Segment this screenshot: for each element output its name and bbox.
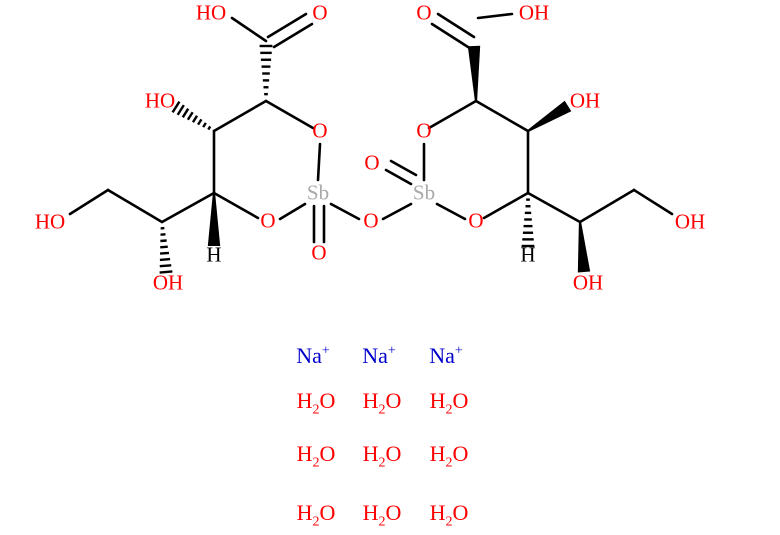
atom-label-o-left-ring-bottom: O: [260, 208, 276, 233]
bond-wedge-right-oh: [527, 100, 572, 132]
atom-label-oh-right-carboxyl: OH: [518, 0, 550, 25]
bond-wedge-right-sidechain-oh: [577, 221, 591, 273]
bond-o-ring-left-to-sb: [316, 142, 322, 182]
atom-label-o-left-carbonyl: O: [312, 0, 328, 25]
bond-o-right-ring-to-c2: [427, 99, 478, 130]
atom-label-ho-left-terminal: HO: [34, 209, 66, 234]
water-molecule-7: H2O: [296, 500, 336, 530]
bond-sb-right-to-o-ring: [435, 202, 467, 221]
water-molecule-6: H2O: [429, 441, 469, 471]
bond-ch2-right-to-oh: [632, 188, 674, 216]
bond-hash-right-h: [521, 198, 535, 248]
bond-ho-left-to-cooh: [230, 16, 268, 43]
atom-label-o-right-sb-double: O: [364, 150, 380, 175]
bond-sb-right-double-a: [384, 168, 413, 186]
bond-cooh-left-double-b: [272, 22, 314, 49]
bond-c4-left-to-o: [212, 191, 260, 220]
bond-cooh-right-double-b: [430, 22, 470, 49]
bond-wedge-left-h: [207, 193, 221, 246]
water-molecule-8: H2O: [362, 500, 402, 530]
atom-label-h-left-stereo: H: [206, 242, 222, 267]
water-molecule-4: H2O: [296, 441, 336, 471]
atom-label-o-right-ring-bottom: O: [468, 208, 484, 233]
bond-o-right-ring-bottom-to-c4: [482, 191, 530, 220]
sodium-ion-2: Na+: [362, 343, 396, 368]
atom-label-o-left-ring-top: O: [312, 118, 328, 143]
bond-cooh-left-double-a: [266, 12, 308, 39]
atom-label-oh-right-hydroxyl: OH: [569, 88, 601, 113]
bond-wedge-right-cooh: [467, 45, 481, 102]
sodium-ion-3: Na+: [429, 343, 463, 368]
bond-c2-left-to-c3: [212, 99, 268, 133]
bond-o-bridge-to-sb-right: [381, 202, 413, 221]
bond-hash-left-sidechain-oh: [159, 226, 173, 274]
bond-side-right-to-ch2: [578, 188, 636, 224]
atom-label-oh-right-sidechain: OH: [572, 270, 604, 295]
plain-bond-group: [68, 12, 674, 244]
bond-o-left-to-sb: [278, 202, 307, 221]
atom-label-oh-left-sidechain: OH: [152, 270, 184, 295]
bond-sb-left-to-o-bridge: [329, 202, 361, 221]
bond-sb-right-double-b: [389, 159, 418, 177]
bond-side-left-to-ch2: [106, 188, 164, 224]
bond-hash-left-cooh: [259, 44, 273, 96]
atom-label-o-right-carbonyl: O: [416, 0, 432, 25]
bond-c4-right-to-side: [526, 191, 582, 224]
bond-c2-right-to-c3: [474, 99, 530, 133]
bond-c4-left-to-side: [160, 191, 216, 224]
atom-label-ho-left-carboxyl: HO: [195, 0, 227, 25]
bond-c2-left-to-o-ring: [264, 99, 315, 130]
water-molecule-3: H2O: [429, 388, 469, 418]
atom-label-o-left-sb-double: O: [311, 240, 327, 265]
atom-label-ho-left-hydroxyl: HO: [144, 88, 176, 113]
bond-hash-left-oh: [171, 100, 212, 131]
bond-cooh-right-to-oh: [476, 12, 514, 20]
water-molecule-2: H2O: [362, 388, 402, 418]
sodium-ion-1: Na+: [296, 343, 330, 368]
hash-bond-group: [159, 44, 535, 274]
water-molecule-5: H2O: [362, 441, 402, 471]
atom-label-sb-left: Sb: [306, 180, 330, 205]
atom-label-h-right-stereo: H: [520, 242, 536, 267]
atom-label-oh-right-terminal: OH: [674, 209, 706, 234]
bond-cooh-right-double-a: [436, 12, 476, 39]
bond-ch2-left-to-ho: [68, 188, 110, 216]
atom-label-sb-right: Sb: [412, 180, 436, 205]
atom-label-o-right-ring-top: O: [416, 118, 432, 143]
water-molecule-1: H2O: [296, 388, 336, 418]
atom-label-o-bridge: O: [363, 208, 379, 233]
water-molecule-9: H2O: [429, 500, 469, 530]
wedge-bond-group: [207, 45, 591, 273]
